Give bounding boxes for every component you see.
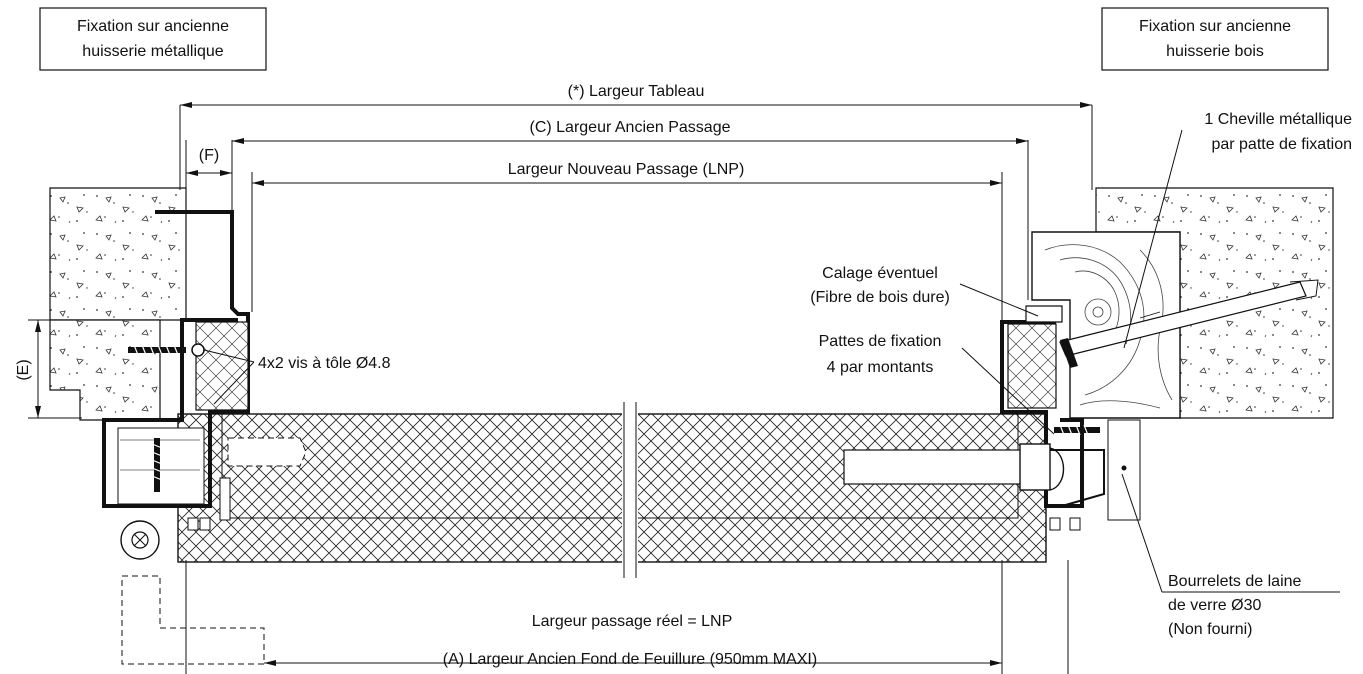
dim-f-label: (F)	[199, 147, 219, 164]
calage-label-line-1: Calage éventuel	[822, 265, 938, 282]
dim-e-label: (E)	[15, 359, 32, 380]
right-metal-frame	[1000, 320, 1141, 531]
left-wall-lower-step	[49, 319, 161, 421]
largeur-tableau-label: (*) Largeur Tableau	[568, 83, 705, 100]
metal-anchor	[1059, 279, 1319, 368]
fond-feuillure-text: (A) Largeur Ancien Fond de Feuillure (95…	[442, 651, 818, 668]
pattes-label-line-2: 4 par montants	[827, 359, 934, 376]
cheville-label-line-1: 1 Cheville métallique	[1204, 111, 1352, 128]
largeur-ancien-passage-label: (C) Largeur Ancien Passage	[530, 119, 731, 136]
calage-strip	[1025, 305, 1063, 323]
bourrelets-label-line-1: Bourrelets de laine	[1168, 573, 1302, 590]
left-metal-frame	[102, 210, 250, 560]
break-line	[622, 400, 638, 580]
calage-label-line-2: (Fibre de bois dure)	[810, 289, 950, 306]
passage-reel-label: Largeur passage réel = LNP	[532, 613, 733, 630]
left-title-box: Fixation sur ancienne huisserie métalliq…	[39, 7, 267, 71]
left-dowel-dashed	[227, 437, 307, 467]
dimension-lines	[28, 102, 1093, 674]
largeur-nouveau-passage-label: Largeur Nouveau Passage (LNP)	[508, 161, 745, 178]
right-title-line-1: Fixation sur ancienne	[1139, 18, 1291, 35]
door-leaf	[177, 413, 1047, 563]
right-title-line-2: huisserie bois	[1166, 43, 1264, 60]
hinge-outline-dashed	[121, 575, 265, 665]
vis-label: 4x2 vis à tôle Ø4.8	[258, 355, 391, 372]
bourrelets-label-line-3: (Non fourni)	[1168, 621, 1252, 638]
cheville-label-line-2: par patte de fixation	[1211, 136, 1352, 153]
pattes-label-line-1: Pattes de fixation	[819, 333, 942, 350]
right-title-box: Fixation sur ancienne huisserie bois	[1101, 7, 1329, 71]
bourrelets-label-line-2: de verre Ø30	[1168, 597, 1261, 614]
left-wall	[49, 187, 187, 321]
leader-lines	[203, 129, 1340, 593]
left-title-line-1: Fixation sur ancienne	[77, 18, 229, 35]
left-title-line-2: huisserie métallique	[82, 43, 224, 60]
right-dowel	[843, 443, 1065, 491]
